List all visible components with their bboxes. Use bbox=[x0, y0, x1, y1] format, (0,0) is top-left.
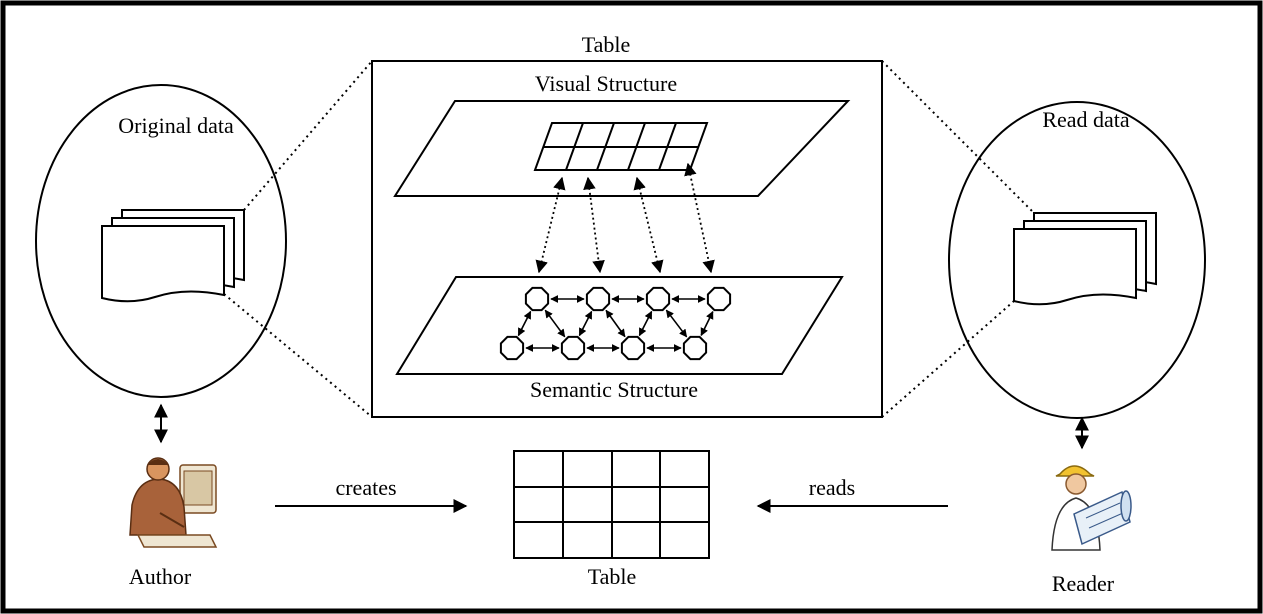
table-label: Table bbox=[588, 564, 637, 589]
semantic-edge bbox=[638, 310, 653, 337]
semantic-graph bbox=[499, 286, 732, 361]
zoom-lines bbox=[223, 60, 1035, 418]
original-data-label: Original data bbox=[118, 113, 234, 138]
semantic-node bbox=[499, 335, 525, 361]
semantic-structure-plane bbox=[395, 276, 844, 375]
reader-icon bbox=[1051, 465, 1132, 551]
semantic-node bbox=[524, 286, 550, 312]
original-data-ellipse bbox=[35, 84, 287, 398]
semantic-edge bbox=[517, 310, 532, 337]
reads-label: reads bbox=[809, 475, 855, 500]
document-stack-icon bbox=[1013, 212, 1157, 306]
author-label: Author bbox=[129, 564, 192, 589]
semantic-edge bbox=[544, 309, 566, 338]
visual-structure-plane bbox=[393, 100, 851, 197]
table-concept-title: Table bbox=[582, 32, 631, 57]
semantic-node bbox=[706, 286, 732, 312]
semantic-node bbox=[560, 335, 586, 361]
read-data-label: Read data bbox=[1042, 107, 1130, 132]
visual-structure-label: Visual Structure bbox=[535, 71, 677, 96]
author-icon bbox=[129, 457, 218, 548]
document-stack-icon bbox=[101, 209, 245, 303]
semantic-edge bbox=[700, 310, 714, 337]
reader-label: Reader bbox=[1052, 571, 1115, 596]
semantic-node bbox=[585, 286, 611, 312]
creates-label: creates bbox=[335, 475, 396, 500]
semantic-node bbox=[645, 286, 671, 312]
semantic-structure-label: Semantic Structure bbox=[530, 377, 698, 402]
semantic-node bbox=[620, 335, 646, 361]
table-concept-box bbox=[371, 60, 883, 418]
semantic-node bbox=[682, 335, 708, 361]
mapping-arrows bbox=[535, 162, 715, 274]
semantic-edge bbox=[665, 309, 688, 338]
semantic-edge bbox=[578, 310, 593, 337]
table-grid bbox=[513, 450, 710, 559]
semantic-edge bbox=[605, 309, 626, 338]
